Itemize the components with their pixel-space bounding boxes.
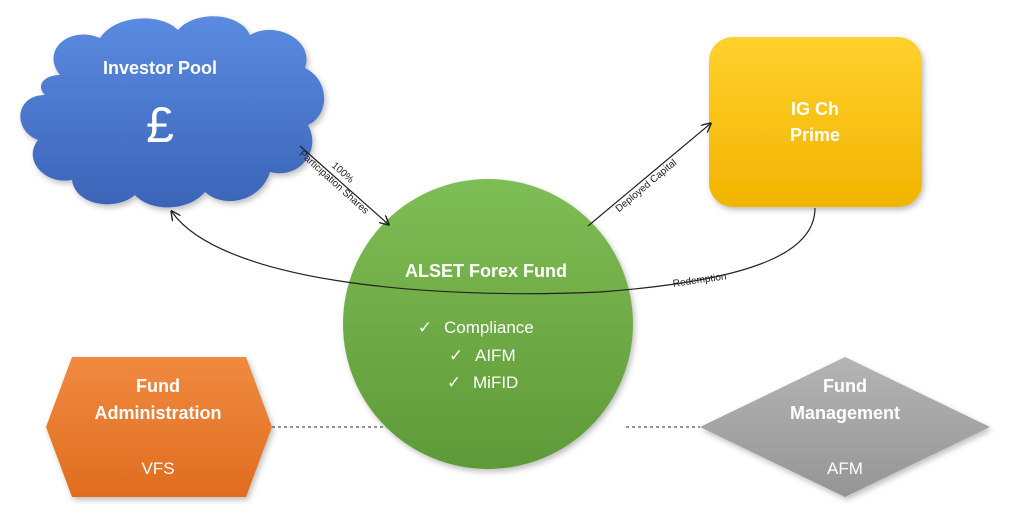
redemption-label: Redemption — [672, 271, 727, 289]
prime-broker-line1: IG Ch — [791, 99, 839, 119]
participation-label-line2: Participation Shares — [297, 149, 371, 217]
fund-title: ALSET Forex Fund — [405, 261, 567, 281]
fund-administration-line1: Fund — [136, 376, 180, 396]
redemption-arrow — [172, 207, 816, 295]
fund-administration-hexagon — [46, 357, 272, 497]
compliance-check-icon: ✓ — [418, 318, 432, 337]
alset-forex-fund-circle — [343, 179, 633, 469]
fund-item-mifid: MiFID — [473, 373, 518, 392]
aifm-check-icon: ✓ — [449, 346, 463, 365]
fund-item-compliance: Compliance — [444, 318, 534, 337]
fund-management-line1: Fund — [823, 376, 867, 396]
fund-management-provider: AFM — [827, 459, 863, 478]
prime-broker-box — [709, 37, 922, 207]
mifid-check-icon: ✓ — [447, 373, 461, 392]
investor-pool-title: Investor Pool — [103, 58, 217, 78]
pound-currency-icon: £ — [146, 97, 174, 153]
prime-broker-line2: Prime — [790, 125, 840, 145]
participation-shares-arrow — [299, 145, 388, 224]
fund-management-diamond — [700, 357, 990, 497]
investor-pool-cloud — [20, 16, 325, 208]
fund-management-line2: Management — [790, 403, 900, 423]
fund-administration-provider: VFS — [141, 459, 174, 478]
deployed-capital-label: Deployed Capital — [614, 157, 679, 214]
fund-item-aifm: AIFM — [475, 346, 516, 365]
deployed-capital-arrow — [587, 124, 710, 227]
fund-administration-line2: Administration — [94, 403, 221, 423]
